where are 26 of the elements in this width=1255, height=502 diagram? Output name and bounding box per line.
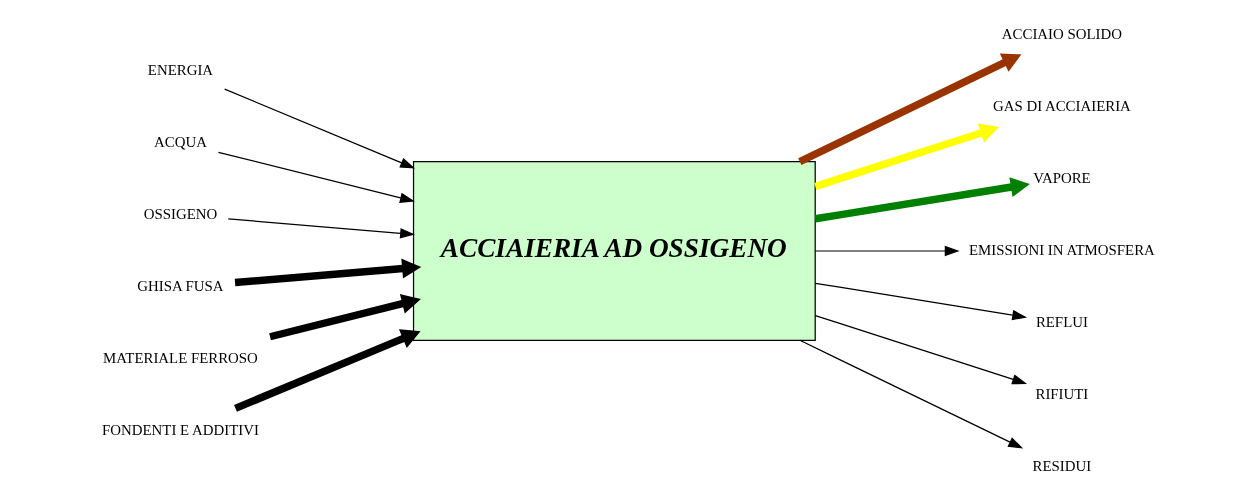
node-text: EMISSIONI IN ATMOSFERA bbox=[968, 241, 1155, 258]
node-text: ACCIAIO SOLIDO bbox=[1001, 26, 1122, 43]
node-text: ENERGIA bbox=[147, 62, 213, 79]
node-text: REFLUI bbox=[1035, 313, 1088, 330]
node-text: MATERIALE FERROSO bbox=[102, 349, 258, 366]
arrow bbox=[814, 314, 1027, 385]
node-text: ACQUA bbox=[153, 133, 207, 150]
arrow bbox=[227, 218, 415, 239]
node-text: GHISA FUSA bbox=[136, 277, 224, 294]
arrow bbox=[223, 88, 415, 169]
node-text: RESIDUI bbox=[1032, 457, 1091, 474]
node-box: ACCIAIERIA AD OSSIGENO bbox=[412, 161, 816, 341]
node-text: OSSIGENO bbox=[143, 205, 217, 222]
arrow bbox=[797, 53, 1021, 166]
arrow bbox=[798, 339, 1023, 449]
node-text: VAPORE bbox=[1032, 169, 1091, 186]
arrow bbox=[814, 177, 1030, 223]
arrow bbox=[814, 245, 960, 257]
arrow bbox=[813, 123, 999, 190]
arrow bbox=[268, 293, 421, 341]
node-text: FONDENTI E ADDITIVI bbox=[101, 421, 259, 438]
arrow bbox=[217, 151, 415, 203]
arrow bbox=[233, 329, 421, 412]
arrow bbox=[814, 282, 1027, 321]
node-text: RIFIUTI bbox=[1034, 385, 1088, 402]
node-text: GAS DI ACCIAIERIA bbox=[992, 98, 1131, 115]
